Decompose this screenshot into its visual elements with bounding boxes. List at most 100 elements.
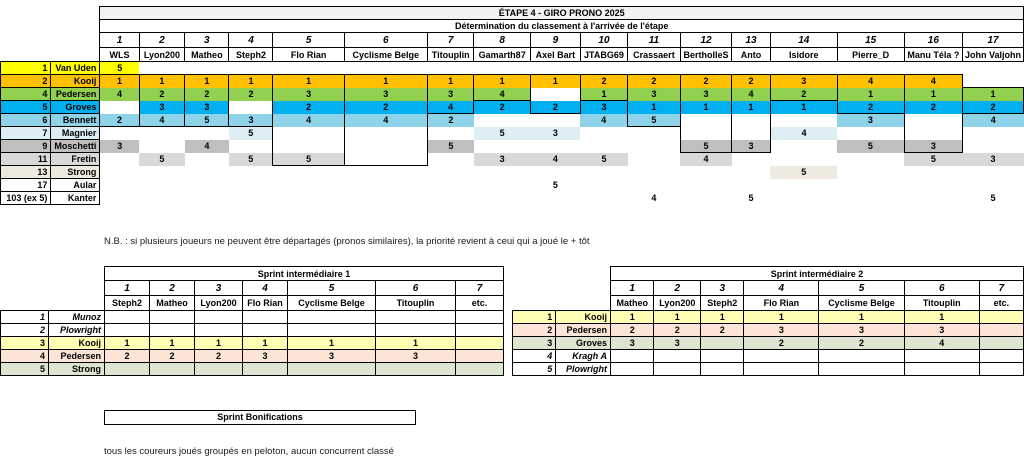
cell-r4-c15: 2 <box>836 100 905 114</box>
row-rider-name: Bennett <box>50 113 101 127</box>
sprint-player-header-3: Steph2 <box>700 295 745 311</box>
sprint-cell-r5-c2 <box>149 362 195 376</box>
row-rider-name: Strong <box>50 165 101 179</box>
sprint-cell-r3-c2: 1 <box>149 336 195 350</box>
cell-r2-c7: 1 <box>426 74 475 88</box>
cell-r1-c8 <box>474 62 530 75</box>
cell-r3-c5: 3 <box>272 87 345 101</box>
sprint-player-header-5: Cyclisme Belge <box>287 295 376 311</box>
spacer <box>49 296 105 311</box>
cell-r8-c11 <box>628 153 681 166</box>
cell-r8-c12: 4 <box>680 152 732 166</box>
sprint-cell-r5-c2 <box>653 362 702 376</box>
sprint-cell-r3-c1: 1 <box>104 336 150 350</box>
cell-r5-c3: 5 <box>184 113 230 127</box>
sprint-cell-r4-c1 <box>609 349 655 363</box>
cell-r2-c15: 4 <box>836 74 905 88</box>
sprint-cell-r4-c2 <box>653 349 702 363</box>
cell-r10-c17 <box>963 179 1024 192</box>
column-number-10: 10 <box>579 32 629 48</box>
row-rider-name: Fretin <box>50 152 101 166</box>
cell-r11-c14 <box>770 192 837 205</box>
cell-r9-c4 <box>229 166 273 179</box>
cell-r9-c16 <box>904 166 962 179</box>
cell-r4-c5: 2 <box>272 100 345 114</box>
cell-r2-c6: 1 <box>343 74 428 88</box>
sprint-row-rank: 2 <box>0 323 49 337</box>
sprint-cell-r5-c7 <box>978 362 1024 376</box>
sprint-row-rider: Pedersen <box>555 323 611 337</box>
sprint-row-rank: 5 <box>0 362 49 376</box>
cell-r10-c13 <box>732 179 771 192</box>
cell-r11-c12 <box>680 192 731 205</box>
row-rank: 5 <box>0 100 52 114</box>
cell-r9-c14: 5 <box>770 165 838 179</box>
sprint-row-rider: Plowright <box>48 323 105 337</box>
cell-r2-c13: 2 <box>731 74 771 88</box>
row-rider-name: Pedersen <box>50 87 101 101</box>
sprint-cell-r3-c3: 1 <box>194 336 243 350</box>
cell-r5-c17: 4 <box>962 113 1024 127</box>
row-rider-name: Magnier <box>50 126 101 140</box>
cell-r2-c12: 2 <box>679 74 733 88</box>
cell-r2-c14: 3 <box>769 74 838 88</box>
column-number-12: 12 <box>679 32 733 48</box>
row-rank: 4 <box>0 87 52 101</box>
cell-r1-c4 <box>229 62 273 75</box>
row-rank: 2 <box>0 74 52 88</box>
cell-r11-c8 <box>474 192 530 205</box>
cell-r10-c11 <box>628 179 681 192</box>
sprint-cell-r3-c4: 2 <box>743 336 820 350</box>
sprint-player-header-4: Flo Rian <box>242 295 288 311</box>
sprint-column-number-2: 2 <box>149 280 195 296</box>
cell-r11-c13: 5 <box>748 193 754 203</box>
sprint-row-rank: 1 <box>0 310 49 324</box>
sprint-cell-r2-c6: 3 <box>903 323 980 337</box>
sprint-cell-r1-c2 <box>149 310 195 324</box>
cell-r1-c2 <box>139 62 184 75</box>
player-header-3: Matheo <box>184 47 230 62</box>
cell-r8-c8: 3 <box>473 152 531 166</box>
cell-r9-c2 <box>139 166 184 179</box>
cell-r10-c3 <box>185 179 229 192</box>
sprint-cell-r4-c7 <box>978 349 1024 363</box>
cell-r9-c7 <box>427 166 474 179</box>
cell-r11-c16 <box>904 192 962 205</box>
cell-r9-c9 <box>530 166 580 179</box>
cell-r1-c6 <box>344 62 427 75</box>
player-header-8: Gamarth87 <box>473 47 531 62</box>
sprint-player-header-7: etc. <box>978 295 1024 311</box>
cell-r10-c6 <box>344 179 427 192</box>
player-header-13: Anto <box>731 47 771 62</box>
cell-r1-c15 <box>837 62 904 75</box>
cell-r2-c9: 1 <box>529 74 581 88</box>
cell-r11-c17: 5 <box>990 193 996 203</box>
cell-r4-c8: 2 <box>473 100 531 114</box>
player-header-4: Steph2 <box>228 47 274 62</box>
cell-r3-c6: 3 <box>343 87 428 101</box>
spacer <box>513 267 611 281</box>
cell-r2-c5: 1 <box>272 74 345 88</box>
sprint-cell-r3-c2: 3 <box>653 336 702 350</box>
cell-r3-c7: 3 <box>426 87 475 101</box>
row-rank: 13 <box>0 165 52 179</box>
cell-r9-c11 <box>628 166 681 179</box>
cell-r11-c9 <box>530 192 580 205</box>
row-rank: 7 <box>0 126 52 140</box>
sprint-player-header-4: Flo Rian <box>743 295 820 311</box>
cell-r3-c14: 2 <box>769 87 838 101</box>
sprint-player-header-3: Lyon200 <box>194 295 243 311</box>
cell-r5-c2: 4 <box>138 113 186 127</box>
sprint-cell-r4-c6 <box>903 349 980 363</box>
cell-r5-c4: 3 <box>228 113 274 127</box>
sprint-cell-r2-c3: 2 <box>700 323 745 337</box>
cell-r6-c8: 5 <box>473 126 531 140</box>
player-header-7: Titouplin <box>426 47 475 62</box>
player-header-6: Cyclisme Belge <box>343 47 428 62</box>
